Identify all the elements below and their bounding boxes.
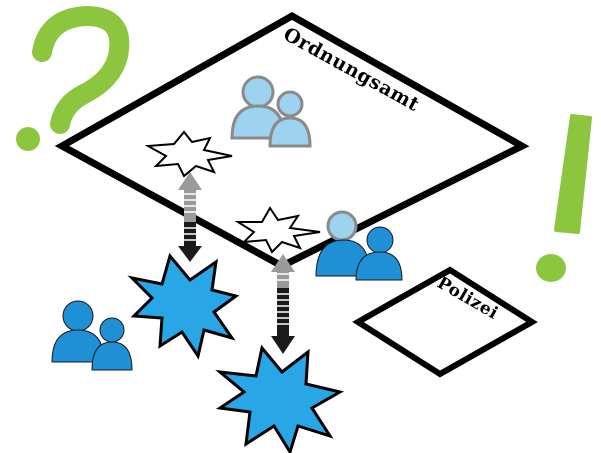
people-icon [52, 301, 132, 370]
arrow-down-icon [178, 222, 202, 262]
explosion-icon [220, 348, 340, 452]
arrow-down-icon [271, 288, 295, 354]
polizei-platform: Polizei [358, 270, 532, 374]
exclamation-mark-icon [536, 116, 590, 282]
explosion-icon [132, 256, 236, 356]
